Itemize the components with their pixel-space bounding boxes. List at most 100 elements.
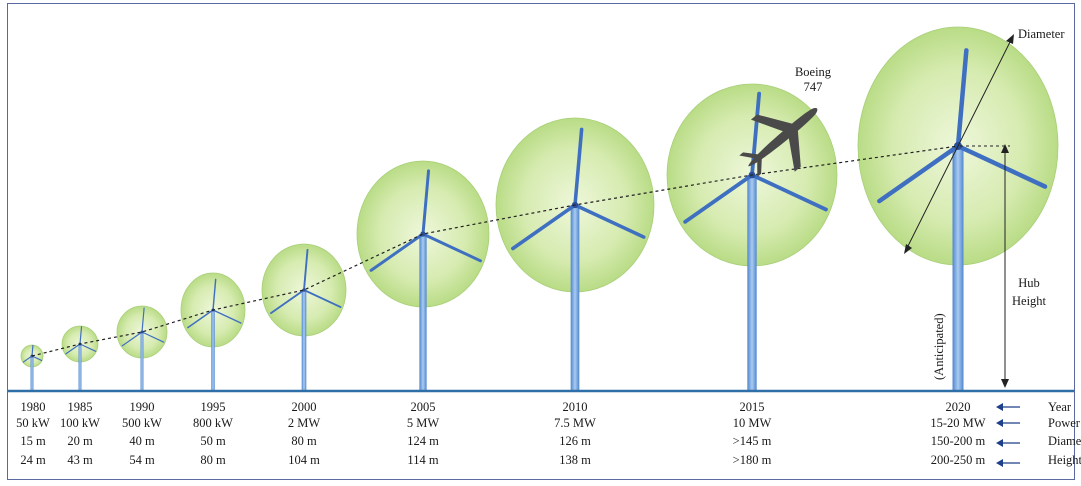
spec-height: 43 m [67,453,93,467]
hub-height-arrowhead-top [1001,144,1009,153]
spec-diameter: 50 m [200,434,226,448]
blade [22,355,33,363]
hub-trend-line [31,145,959,357]
blade [121,331,143,347]
spec-year: 1990 [129,400,155,414]
spec-diameter: 150-200 m [930,434,986,448]
spec-height: 114 m [407,453,439,467]
boeing-label-line1: Boeing [794,65,832,79]
diameter-arrowhead-top [1006,34,1014,44]
tower [570,205,580,391]
blade [511,203,577,251]
spec-height: 54 m [129,453,155,467]
boeing-label-line2: 747 [803,80,823,94]
turbine-2005 [356,160,490,391]
spec-year: 2010 [562,400,588,414]
spec-power: 2 MW [287,416,321,430]
spec-power: 5 MW [406,416,440,430]
left-arrow-icon [996,459,1020,467]
blade [31,344,34,357]
turbine-2000 [261,243,347,391]
spec-power: 7.5 MW [554,416,596,430]
tower [78,344,82,391]
diameter-label: Diameter [1018,27,1065,41]
airplane-icon [739,108,818,178]
anticipated-label: (Anticipated) [932,313,946,380]
diameter-arrow [905,37,1013,251]
turbines-layer [20,26,1059,391]
legend-year: Year [1048,400,1072,414]
spec-power: 15-20 MW [930,416,986,430]
spec-power: 10 MW [732,416,772,430]
hub-label-line1: Hub [1018,276,1040,290]
spec-height: 138 m [559,453,591,467]
blade [421,232,482,263]
spec-power: 100 kW [60,416,100,430]
tower [419,234,427,391]
blade [79,326,83,345]
tower [747,175,757,391]
blade [212,278,217,311]
spec-diameter: 20 m [67,434,93,448]
hub [140,330,144,334]
blade [421,169,431,236]
spec-year: 2005 [410,400,436,414]
legend-arrows [996,403,1020,467]
tower [952,146,964,391]
blade [877,143,961,204]
blade [31,355,43,362]
spec-height: 104 m [288,453,320,467]
blade [573,203,646,239]
blade [303,289,342,308]
diameter-arrowhead-bottom [904,244,912,254]
blade [303,248,309,291]
spec-power: 800 kW [193,416,233,430]
turbine-1985 [61,325,99,391]
spec-year: 2020 [945,400,971,414]
tower [30,356,34,391]
hub [302,288,306,292]
legend-power: Power [1048,416,1080,430]
blade [270,289,305,315]
spec-diameter: 124 m [407,434,439,448]
tower [301,290,307,391]
turbine-1990 [116,305,168,391]
legend-height: Height [1048,453,1081,467]
turbine-2015 [666,83,838,391]
boeing-label: Boeing 747 [790,65,836,95]
spec-year: 1985 [67,400,93,414]
blade [750,173,828,212]
hub-label-line2: Height [1012,294,1047,308]
blade [187,309,214,329]
turbine-1980 [20,344,44,391]
spec-year: 1980 [20,400,46,414]
blade [369,232,425,272]
blade [65,343,81,355]
spec-year: 2000 [291,400,317,414]
legend-diameter: Diameter [1048,434,1081,448]
spec-power: 500 kW [122,416,162,430]
spec-year: 1995 [200,400,226,414]
blade [141,307,145,333]
tower [211,310,215,391]
spec-height: 200-250 m [930,453,986,467]
spec-height: >180 m [732,453,772,467]
diagram-frame [7,3,1075,480]
blade [573,127,584,207]
blade [79,343,97,352]
spec-diameter: 15 m [20,434,46,448]
blade [683,173,754,224]
left-arrow-icon [996,419,1020,427]
hub [420,231,426,237]
blade [212,309,242,324]
spec-year: 2015 [739,400,765,414]
left-arrow-icon [996,439,1020,447]
hub-height-arrowhead-bottom [1001,379,1009,388]
hub-height-label: Hub Height [1012,276,1046,309]
spec-power: 50 kW [16,416,50,430]
blade [955,143,1048,189]
spec-diameter: 40 m [129,434,155,448]
turbine-2010 [495,117,655,391]
